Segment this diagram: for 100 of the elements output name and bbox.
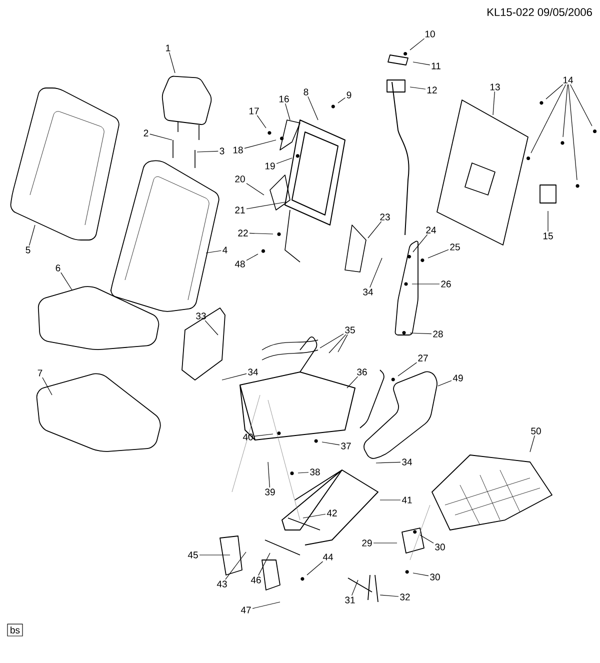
callout-number: 18 xyxy=(233,146,243,154)
callout-number: 25 xyxy=(450,244,460,250)
callout-number: 28 xyxy=(433,330,443,338)
callout-number: 13 xyxy=(490,84,500,90)
leader-line xyxy=(306,561,324,576)
leader-line xyxy=(492,91,495,116)
callout-number: 11 xyxy=(432,62,440,70)
leader-line xyxy=(352,580,358,596)
leader-line xyxy=(206,250,222,254)
leader-line xyxy=(199,554,230,556)
callout-number: 10 xyxy=(425,30,435,38)
leader-line xyxy=(410,86,426,90)
leader-line xyxy=(322,442,340,446)
callout-number: 26 xyxy=(441,280,451,288)
callout-number: 23 xyxy=(380,214,390,220)
leader-line xyxy=(380,594,399,597)
leader-line xyxy=(60,272,72,290)
callout-number: 17 xyxy=(249,108,259,114)
leader-line xyxy=(249,232,274,234)
callout-number: 32 xyxy=(400,594,410,600)
leader-line xyxy=(276,158,292,164)
callout-number: 16 xyxy=(279,96,289,102)
leader-line xyxy=(420,534,434,544)
leader-line xyxy=(398,362,418,376)
leader-line xyxy=(298,472,309,474)
callout-number: 48 xyxy=(234,260,245,268)
leader-line xyxy=(412,234,428,252)
leader-line xyxy=(320,334,344,348)
callout-number: 34 xyxy=(363,288,373,296)
callout-number: 21 xyxy=(235,206,245,214)
callout-number: 6 xyxy=(56,264,60,272)
callout-number: 33 xyxy=(196,312,206,320)
leader-line xyxy=(196,150,218,152)
callout-number: 46 xyxy=(250,576,261,584)
leader-line xyxy=(370,258,382,288)
leader-line xyxy=(168,52,176,74)
leader-line xyxy=(302,514,326,518)
leader-line xyxy=(258,552,270,576)
callout-number: 50 xyxy=(531,428,541,434)
callout-number: 4 xyxy=(222,246,228,254)
leader-line xyxy=(410,38,425,50)
callout-number: 43 xyxy=(216,580,227,588)
callout-number: 1 xyxy=(166,44,170,52)
leader-line xyxy=(268,462,270,488)
leader-line xyxy=(376,462,401,464)
leader-line xyxy=(42,377,52,396)
leader-line xyxy=(562,84,568,138)
callout-number: 24 xyxy=(426,226,436,234)
callout-number: 3 xyxy=(220,148,224,154)
leader-line xyxy=(28,224,36,246)
callout-number: 31 xyxy=(345,596,355,604)
callout-number: 34 xyxy=(248,368,258,376)
callout-number: 35 xyxy=(345,326,355,334)
callout-number: 7 xyxy=(38,370,42,376)
leader-line xyxy=(412,572,429,576)
leader-line xyxy=(254,434,274,437)
leader-line xyxy=(244,140,276,149)
figure-id-label: KL15-022 09/05/2006 xyxy=(488,8,592,16)
leader-line xyxy=(338,334,348,352)
leader-line xyxy=(428,249,449,258)
leader-line xyxy=(570,84,592,126)
leader-line xyxy=(246,202,286,210)
callout-number: 38 xyxy=(310,468,320,476)
callout-number: 37 xyxy=(341,442,351,450)
leader-line xyxy=(328,334,346,354)
leader-line xyxy=(412,62,430,66)
leader-line xyxy=(338,98,346,104)
code-box: bs xyxy=(7,624,23,636)
leader-line xyxy=(530,84,566,154)
callout-number: 5 xyxy=(26,246,30,254)
callout-number: 8 xyxy=(304,88,308,96)
callout-number: 9 xyxy=(346,92,352,98)
leader-line xyxy=(150,134,172,140)
callout-number: 44 xyxy=(322,554,333,560)
callout-number: 49 xyxy=(452,374,463,382)
leader-line xyxy=(225,552,246,580)
callout-number: 14 xyxy=(563,76,573,84)
leader-line xyxy=(568,84,578,180)
leader-line xyxy=(252,602,280,609)
callout-number: 2 xyxy=(144,130,148,136)
leader-line xyxy=(438,380,452,386)
leader-line xyxy=(308,96,318,120)
callout-number: 19 xyxy=(265,162,275,170)
callout-number: 30 xyxy=(435,544,445,550)
leader-line xyxy=(546,84,564,100)
callout-number: 41 xyxy=(402,496,412,504)
callout-number: 34 xyxy=(402,458,412,466)
callout-number: 39 xyxy=(265,488,275,496)
callout-number: 40 xyxy=(242,434,253,440)
leader-line xyxy=(204,320,218,336)
callout-number: 30 xyxy=(430,574,440,580)
callout-number: 20 xyxy=(235,176,245,182)
leader-line xyxy=(246,183,264,196)
callout-number: 29 xyxy=(362,540,372,546)
leader-line xyxy=(373,542,398,544)
callout-number: 22 xyxy=(238,230,248,236)
leader-line xyxy=(530,435,535,452)
callout-number: 15 xyxy=(543,232,553,240)
leader-line xyxy=(410,332,432,334)
callout-number: 47 xyxy=(240,606,251,614)
